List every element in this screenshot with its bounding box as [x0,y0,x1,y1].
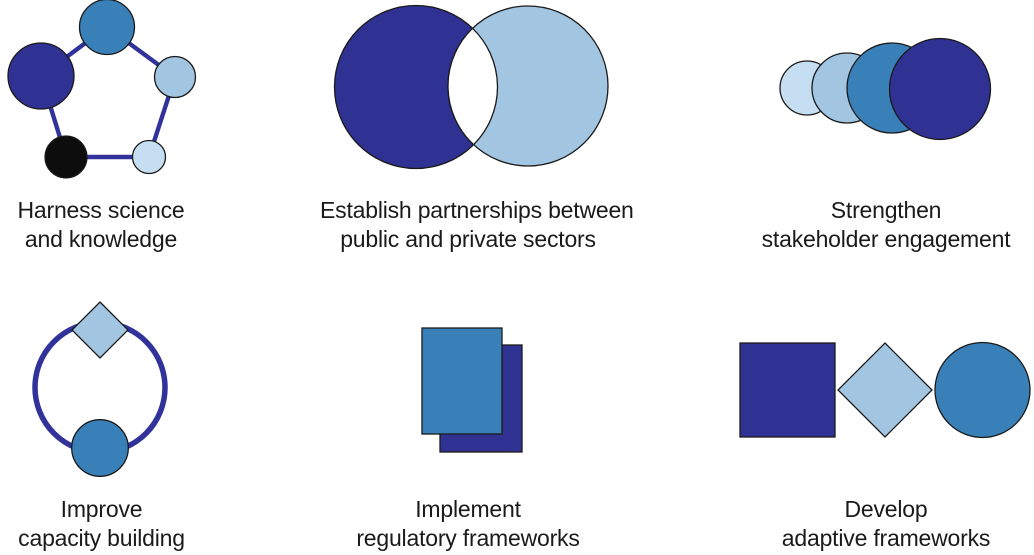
stacked-rectangles-icon [421,327,523,453]
cycle-ring-icon [32,301,168,477]
caption-strengthen-stakeholder: Strengthen stakeholder engagement [741,196,1031,254]
caption-line: capacity building [18,525,185,551]
tile-improve-capacity: Improve capacity building [0,296,212,555]
network-node-black [44,135,88,179]
tile-harness-science: Harness science and knowledge [0,0,212,260]
stakeholder-circle-4 [888,37,992,141]
caption-line: and knowledge [24,226,178,252]
front-rectangle [421,327,503,435]
network-nodes-icon [7,0,197,179]
caption-line: public and private sectors [340,226,596,252]
caption-line: Establish partnerships between [320,197,634,223]
venn-overlap-icon [333,4,609,170]
sequence-diamond [837,342,933,438]
network-node-indigo [7,42,75,110]
tile-strengthen-stakeholder: Strengthen stakeholder engagement [741,0,1034,260]
caption-line: Develop [844,496,928,522]
network-node-lightest [131,139,167,175]
caption-line: stakeholder engagement [761,226,1011,252]
caption-line: Strengthen [830,197,942,223]
caption-line: Implement [415,496,521,522]
cycle-diamond [71,301,129,359]
cycle-circle [71,419,129,477]
network-node-light [153,55,197,99]
caption-develop-adaptive: Develop adaptive frameworks [741,495,1031,553]
caption-establish-partnerships: Establish partnerships between public an… [320,196,634,254]
shape-sequence-icon [739,341,1031,439]
caption-implement-regulatory: Implement regulatory frameworks [337,495,599,553]
nested-circles-icon [779,37,992,141]
sequence-square [739,342,836,438]
network-node-steel [78,0,136,56]
tile-develop-adaptive: Develop adaptive frameworks [736,296,1034,555]
caption-line: Harness science [17,197,185,223]
caption-line: Improve [60,496,143,522]
tile-establish-partnerships: Establish partnerships between public an… [320,0,634,260]
sequence-circle [934,341,1031,439]
caption-harness-science: Harness science and knowledge [0,196,202,254]
caption-improve-capacity: Improve capacity building [0,495,203,553]
tile-implement-regulatory: Implement regulatory frameworks [337,296,599,555]
venn-intersection [447,27,499,146]
caption-line: adaptive frameworks [781,525,991,551]
caption-line: regulatory frameworks [356,525,580,551]
